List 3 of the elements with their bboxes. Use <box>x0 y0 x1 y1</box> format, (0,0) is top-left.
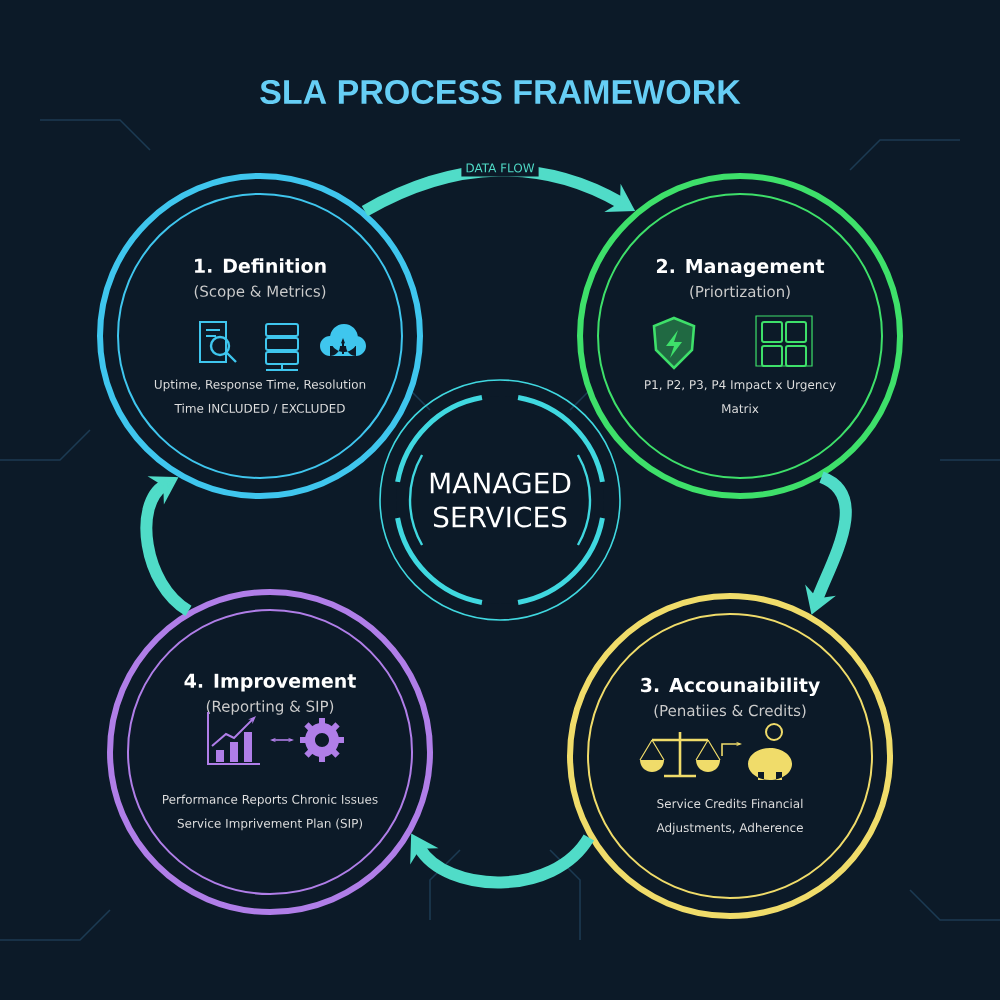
arrow <box>410 833 594 889</box>
arrow <box>140 476 192 616</box>
title: SLA PROCESS FRAMEWORK <box>260 79 741 105</box>
